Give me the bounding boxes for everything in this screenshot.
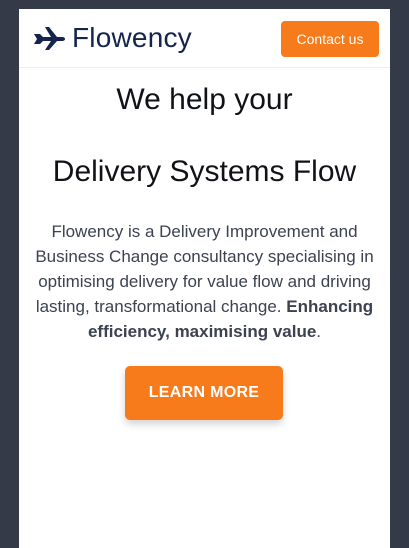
- logo-text: Flowency: [72, 22, 192, 53]
- contact-us-button[interactable]: Contact us: [281, 21, 379, 57]
- learn-more-button[interactable]: LEARN MORE: [125, 366, 283, 420]
- tagline-suffix: .: [316, 322, 322, 341]
- page-container: Flowency Contact us We help your Deliver…: [19, 9, 390, 548]
- hero-heading-line-1: We help your: [116, 83, 293, 116]
- hero-heading-line-2: Delivery Systems Flow: [52, 155, 357, 188]
- description-text: Flowency is a Delivery Improvement and B…: [35, 222, 374, 316]
- hero-description: Flowency is a Delivery Improvement and B…: [31, 219, 378, 344]
- logo[interactable]: Flowency: [33, 22, 192, 54]
- site-header: Flowency Contact us: [19, 9, 390, 68]
- plane-icon: [34, 27, 65, 50]
- tagline-text: Enhancing efficiency, maximising value: [87, 297, 374, 341]
